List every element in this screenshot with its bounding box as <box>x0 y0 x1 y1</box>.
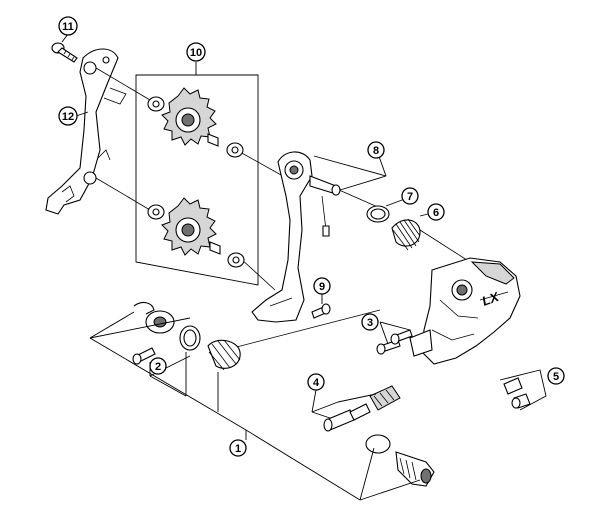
pulley-group-bracket <box>135 62 259 286</box>
callout-11-label: 11 <box>62 21 74 33</box>
inner-plate-part <box>45 48 127 215</box>
callout-6-label: 6 <box>433 207 439 219</box>
callout-3-label: 3 <box>367 317 373 329</box>
callout-12-label: 12 <box>62 111 74 123</box>
derailleur-main-body: LX <box>409 257 521 365</box>
cable-adjuster-part <box>311 385 401 432</box>
outer-plate-part <box>251 151 341 323</box>
adjust-screws-part <box>376 321 413 355</box>
tension-spring-part <box>391 218 421 251</box>
body-logo-text: LX <box>480 289 502 309</box>
lower-pulley-assembly <box>147 197 245 268</box>
callout-2-label: 2 <box>155 361 161 373</box>
callout-4-label: 4 <box>313 377 320 389</box>
callout-8: 8 <box>367 141 385 159</box>
callout-10-label: 10 <box>190 47 202 59</box>
callout-11: 11 <box>58 16 78 43</box>
callout-5-label: 5 <box>553 371 559 383</box>
callout-6: 6 <box>419 203 445 221</box>
callout-2: 2 <box>149 357 167 375</box>
bushing-ring-part <box>366 205 390 223</box>
callout-9-label: 9 <box>319 281 325 293</box>
upper-pulley-assembly <box>147 87 244 158</box>
bracket-axle-group <box>132 301 435 487</box>
callout-1-label: 1 <box>235 443 241 455</box>
callout-9: 9 <box>313 277 331 304</box>
plate-screw-part <box>51 42 78 63</box>
callout-1: 1 <box>229 430 247 457</box>
callout-4: 4 <box>307 373 325 391</box>
callout-7: 7 <box>385 187 419 207</box>
callout-7-label: 7 <box>407 191 413 203</box>
callout-12: 12 <box>58 106 89 126</box>
assembly-guide-lines <box>95 67 471 351</box>
callout-8-label: 8 <box>373 145 379 157</box>
b-tension-screw-part <box>499 369 547 411</box>
callout-10: 10 <box>186 42 206 62</box>
callout-3: 3 <box>361 313 379 331</box>
cage-stop-screw-part <box>311 303 331 319</box>
callout-5: 5 <box>547 367 565 385</box>
